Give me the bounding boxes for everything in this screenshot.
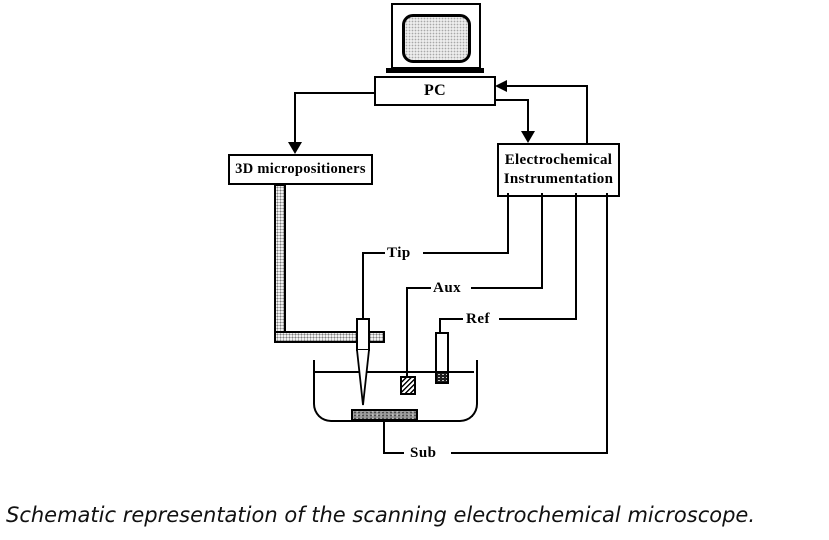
ref-electrode-frit: [435, 371, 449, 384]
wire-aux-from-instrumentation-v: [541, 193, 543, 289]
tip-electrode-icon: [356, 318, 370, 406]
figure-caption: Schematic representation of the scanning…: [6, 503, 756, 527]
wire-pc-to-instrumentation-h: [495, 99, 529, 101]
wire-tip-left-h: [362, 252, 385, 254]
instrumentation-label-line1: Electrochemical: [504, 152, 613, 169]
wire-ref-down-v: [439, 318, 441, 334]
wire-ref-from-instrumentation-v: [575, 193, 577, 320]
arrowhead-into-positioners-icon: [288, 142, 302, 154]
substrate-electrode: [351, 409, 418, 421]
wire-sub-left-h: [383, 452, 404, 454]
cell-beaker: [313, 360, 478, 422]
ref-label: Ref: [466, 311, 490, 327]
positioners-box-label: 3D micropositioners: [235, 161, 366, 178]
wire-aux-down-v: [406, 287, 408, 378]
ref-electrode-body: [435, 332, 449, 374]
aux-label: Aux: [433, 280, 462, 296]
wire-aux-right-h: [471, 287, 543, 289]
wire-tip-down-v: [362, 252, 364, 320]
solution-level-line: [315, 371, 474, 373]
aux-electrode: [400, 376, 416, 395]
monitor-screen-icon: [402, 14, 471, 63]
arrowhead-into-pc-icon: [495, 80, 507, 92]
pc-box-label: PC: [424, 82, 446, 99]
wire-sub-from-instrumentation-v: [606, 193, 608, 454]
sub-label: Sub: [410, 445, 437, 461]
wire-pc-to-positioners-v: [294, 92, 296, 143]
wire-ref-left-h: [439, 318, 463, 320]
arrowhead-into-instrumentation-icon: [521, 131, 535, 143]
pc-box: PC: [374, 76, 496, 106]
wire-pc-to-positioners-h: [295, 92, 374, 94]
wire-instrumentation-to-pc-h: [506, 85, 588, 87]
wire-pc-to-instrumentation-v: [527, 99, 529, 132]
tip-label: Tip: [387, 245, 411, 261]
wire-instrumentation-to-pc-v: [586, 86, 588, 143]
wire-sub-up-v: [383, 419, 385, 454]
instrumentation-label-line2: Instrumentation: [503, 171, 614, 187]
wire-tip-right-h: [423, 252, 509, 254]
positioners-box: 3D micropositioners: [228, 154, 373, 185]
wire-sub-right-h: [451, 452, 608, 454]
wire-ref-right-h: [499, 318, 577, 320]
monitor-base: [386, 68, 484, 73]
wire-tip-from-instrumentation-v: [507, 193, 509, 254]
instrumentation-box: Electrochemical Instrumentation: [497, 143, 620, 197]
positioner-arm-vertical: [274, 184, 286, 333]
wire-aux-left-h: [406, 287, 431, 289]
